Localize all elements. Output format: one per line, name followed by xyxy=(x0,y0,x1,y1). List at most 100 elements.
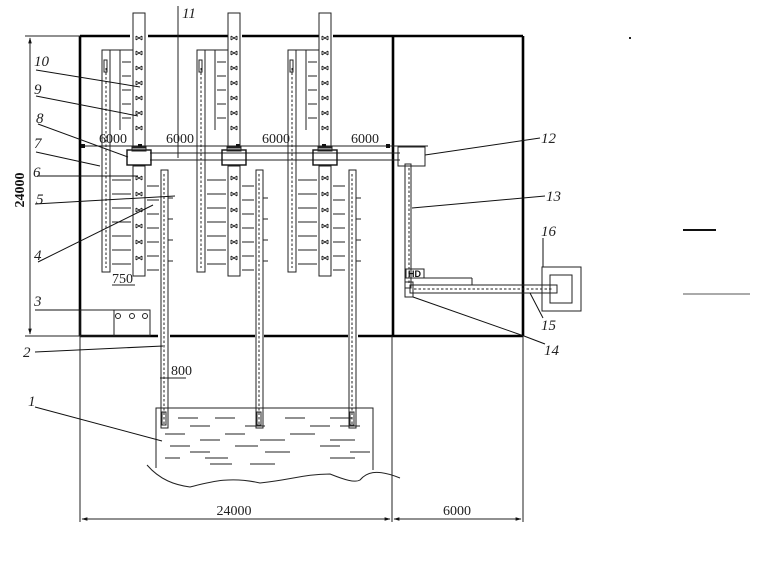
chain-link xyxy=(321,175,329,181)
chain-link xyxy=(135,223,143,229)
pipe-1 xyxy=(160,169,173,429)
drive-cap xyxy=(317,146,333,152)
chain-link xyxy=(230,95,238,101)
pipe-nozzle xyxy=(349,411,355,426)
callout-9: 9 xyxy=(34,82,42,98)
dim-span-1: 6000 xyxy=(99,132,127,147)
callout-14: 14 xyxy=(544,343,560,359)
drive-block xyxy=(221,149,247,166)
rope-weight xyxy=(198,59,203,73)
drive-block xyxy=(126,149,152,166)
callout-1: 1 xyxy=(28,394,36,410)
lower-chain-column xyxy=(227,165,241,277)
chain-link xyxy=(135,125,143,131)
unit-12 xyxy=(397,146,426,167)
upper-chain-column xyxy=(318,12,332,149)
rack-unit-2 xyxy=(196,12,254,277)
callout-7: 7 xyxy=(34,136,43,152)
chain-link xyxy=(135,255,143,261)
drive-block xyxy=(312,149,338,166)
dimension-bottom: 24000 6000 xyxy=(81,504,522,521)
horizontal-transfer-pipe xyxy=(150,6,400,161)
chain-link xyxy=(230,80,238,86)
pipe-nozzle xyxy=(256,411,262,426)
chain-link xyxy=(321,35,329,41)
chain-link xyxy=(321,223,329,229)
lower-chain-column xyxy=(318,165,332,277)
chain-link xyxy=(135,80,143,86)
callout-5: 5 xyxy=(36,192,44,208)
callout-6: 6 xyxy=(33,165,41,181)
chain-link xyxy=(321,207,329,213)
pipe-body xyxy=(348,169,357,429)
pipe-3 xyxy=(348,169,361,429)
pipe-body xyxy=(255,169,264,429)
chain-link xyxy=(321,110,329,116)
annex-equipment: HD xyxy=(397,146,582,312)
dimension-top-spans: 6000 6000 6000 6000 xyxy=(81,132,428,148)
chain-link xyxy=(230,239,238,245)
dim-span-4: 6000 xyxy=(351,132,379,147)
callout-15: 15 xyxy=(541,318,557,334)
drive-cap xyxy=(131,146,147,152)
chain-link xyxy=(230,50,238,56)
pipe-2 xyxy=(255,169,268,429)
callout-16: 16 xyxy=(541,224,557,240)
dim-bottom-main: 24000 xyxy=(217,504,252,519)
control-box xyxy=(79,309,151,337)
chain-link xyxy=(321,50,329,56)
ladder-rail xyxy=(196,49,206,273)
chain-link xyxy=(230,207,238,213)
rack-unit-3 xyxy=(287,12,345,277)
chain-link xyxy=(230,223,238,229)
chain-link xyxy=(135,191,143,197)
callout-12: 12 xyxy=(541,131,557,147)
extension-lines xyxy=(25,35,524,522)
ladder-rail xyxy=(287,49,297,273)
pipe-nozzle xyxy=(161,411,167,426)
dim-800: 800 xyxy=(171,364,192,379)
rope-weight xyxy=(103,59,108,73)
chain-link xyxy=(321,95,329,101)
chain-link xyxy=(230,35,238,41)
liquid-surface-marks xyxy=(165,417,370,465)
chain-link xyxy=(135,239,143,245)
chain-link xyxy=(135,175,143,181)
chain-link xyxy=(230,125,238,131)
callout-3: 3 xyxy=(33,294,42,310)
callout-11: 11 xyxy=(182,6,196,22)
chain-link xyxy=(135,95,143,101)
chain-link xyxy=(321,125,329,131)
rack-unit-1 xyxy=(101,12,159,277)
dim-height-label: 24000 xyxy=(13,173,28,208)
upper-chain-column xyxy=(132,12,146,149)
chain-link xyxy=(230,65,238,71)
chain-link xyxy=(230,175,238,181)
hd-label: HD xyxy=(408,269,421,279)
liquid-tank xyxy=(146,407,401,488)
ladder-rail xyxy=(101,49,111,273)
callout-10: 10 xyxy=(34,54,50,70)
lower-chain-column xyxy=(132,165,146,277)
drive-cap xyxy=(226,146,242,152)
upper-chain-column xyxy=(227,12,241,149)
rack-units xyxy=(101,12,345,277)
chain-link xyxy=(135,110,143,116)
callout-4: 4 xyxy=(34,248,42,264)
suction-pipes xyxy=(160,169,361,429)
pipe-body xyxy=(160,169,169,429)
chain-link xyxy=(135,35,143,41)
chain-link xyxy=(230,255,238,261)
dim-bottom-annex: 6000 xyxy=(443,504,471,519)
chain-link xyxy=(321,80,329,86)
chain-link xyxy=(230,191,238,197)
callout-8: 8 xyxy=(36,111,44,127)
chain-link xyxy=(321,191,329,197)
dim-750: 750 xyxy=(112,272,133,287)
dim-span-2: 6000 xyxy=(166,132,194,147)
annex-building-outline xyxy=(393,34,525,338)
chain-link xyxy=(230,110,238,116)
unit-16-outer xyxy=(541,266,582,312)
chain-link xyxy=(321,239,329,245)
